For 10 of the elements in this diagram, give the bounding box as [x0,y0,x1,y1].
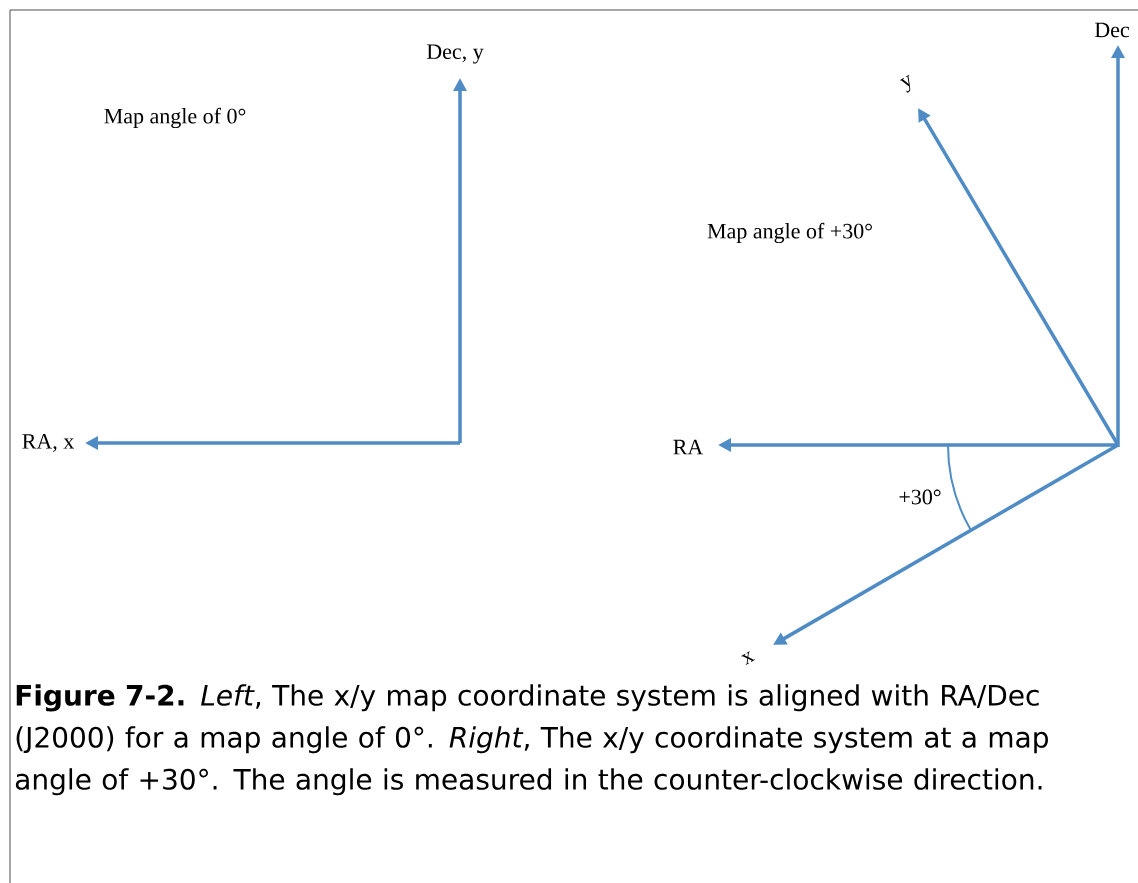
axis-label: Dec, y [426,44,484,64]
axis-label: x [741,651,756,665]
axis-label: Map angle of 0° [104,107,246,129]
axis-label: +30° [899,489,941,505]
axis-label: RA, x [22,434,74,452]
axis-label: Dec [1094,22,1130,38]
axis-label: y [899,74,911,93]
figure-caption: Figure 7-2. Left, The x/y map coordinate system is aligned with RA/Dec (J2000) for a map angle of 0°. Right, The x/y coordinate system at a map angle of +30°. The angle is measured in the counter-clockwise direction. [15,684,1048,796]
axis-label: Map angle of +30° [707,222,872,244]
axis-label: RA [673,439,704,455]
